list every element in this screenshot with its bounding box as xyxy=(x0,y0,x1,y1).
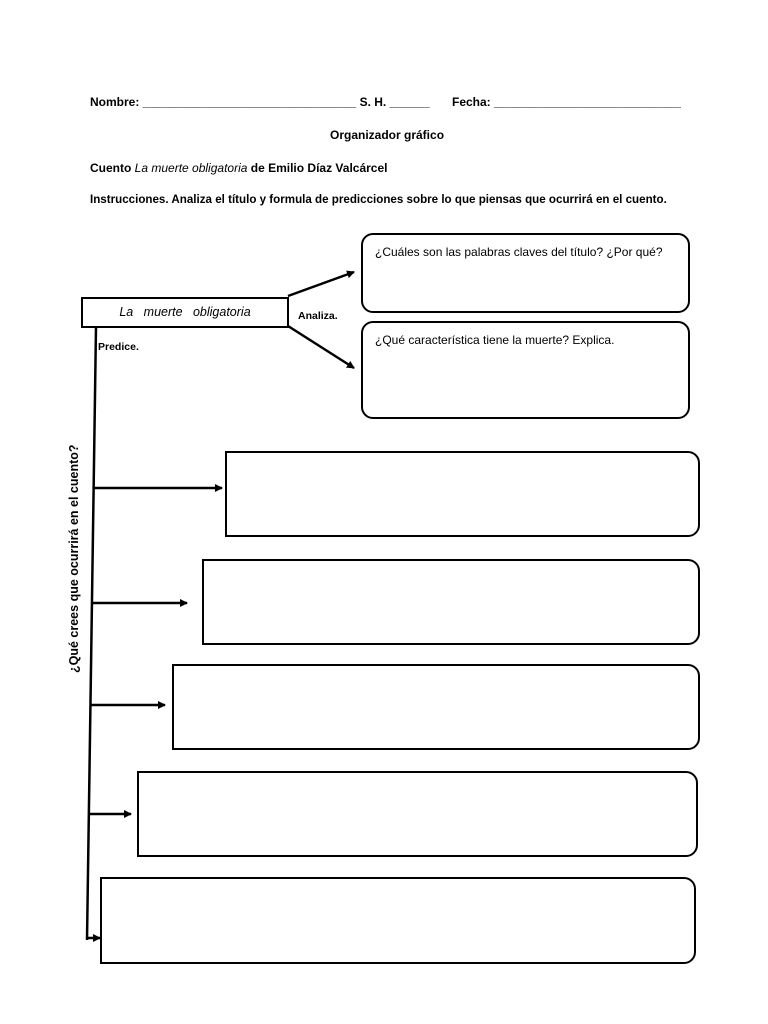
instructions: Instrucciones. Analiza el título y formu… xyxy=(90,193,667,206)
question-box-death-traits[interactable]: ¿Qué característica tiene la muerte? Exp… xyxy=(361,321,690,419)
question-death-traits-text: ¿Qué característica tiene la muerte? Exp… xyxy=(375,333,615,347)
question-box-keywords[interactable]: ¿Cuáles son las palabras claves del títu… xyxy=(361,233,690,313)
prediction-box-2[interactable] xyxy=(202,559,700,645)
prediction-box-1[interactable] xyxy=(225,451,700,537)
story-title: La muerte obligatoria xyxy=(134,161,248,175)
prediction-box-3[interactable] xyxy=(172,664,700,750)
story-line: Cuento La muerte obligatoria de Emilio D… xyxy=(90,160,387,176)
arrow-to-question-2 xyxy=(287,324,355,370)
story-title-box-text: La muerte obligatoria xyxy=(119,305,251,319)
vertical-question-label: ¿Qué crees que ocurrirá en el cuento? xyxy=(67,444,81,673)
nombre-sh-line: Nombre: ________________________________… xyxy=(90,95,430,109)
story-prefix: Cuento xyxy=(90,161,135,175)
story-author: de Emilio Díaz Valcárcel xyxy=(247,161,388,175)
predice-label: Predice. xyxy=(98,341,139,353)
arrow-to-question-1 xyxy=(287,270,355,298)
story-title-box: La muerte obligatoria xyxy=(81,297,289,328)
prediction-box-5[interactable] xyxy=(100,877,696,964)
prediction-box-4[interactable] xyxy=(137,771,698,857)
vertical-connector xyxy=(85,326,98,941)
page-title: Organizador gráfico xyxy=(330,128,445,142)
question-keywords-text: ¿Cuáles son las palabras claves del títu… xyxy=(375,245,663,259)
analiza-label: Analiza. xyxy=(298,310,338,322)
fecha-line: Fecha: ____________________________ xyxy=(452,95,681,109)
